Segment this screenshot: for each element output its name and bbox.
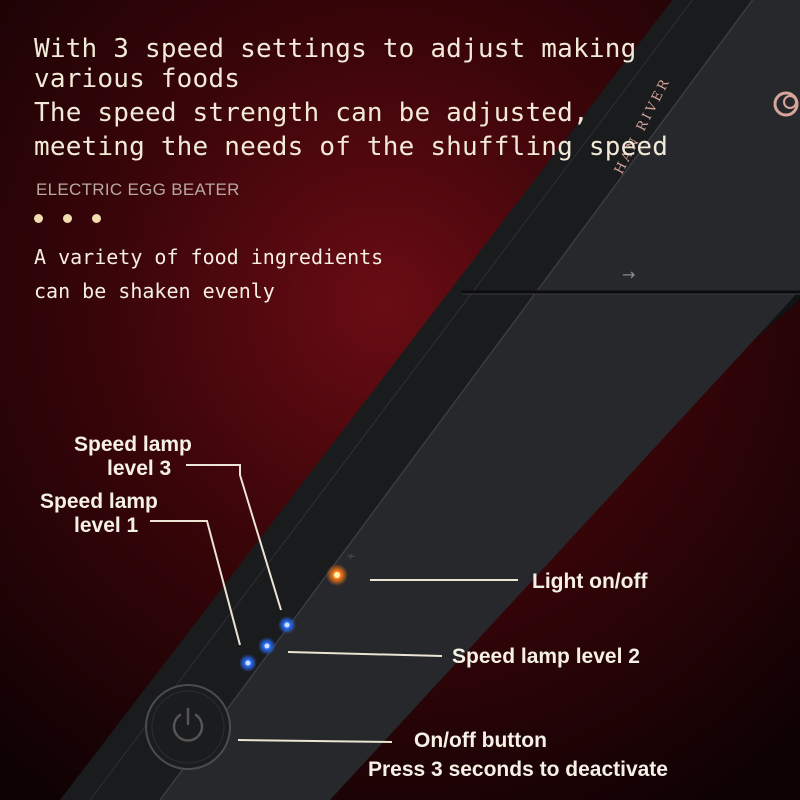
power-button[interactable]: [145, 684, 231, 770]
decorative-dots: [34, 214, 101, 223]
speed-lamp-3-label-line-1: Speed lamp: [74, 433, 192, 456]
brand-logo: [773, 91, 799, 117]
power-label-line-1: On/off button: [414, 729, 547, 752]
headline-line-1: With 3 speed settings to adjust making: [34, 34, 637, 64]
callout-line-speed-3: [186, 464, 282, 611]
callout-line-power: [237, 739, 393, 743]
speed-lamp-2-label: Speed lamp level 2: [452, 645, 640, 668]
mode-mark: ≁: [346, 549, 356, 563]
dot: [63, 214, 72, 223]
headline-line-3: The speed strength can be adjusted,: [34, 98, 589, 128]
dot: [92, 214, 101, 223]
light-label: Light on/off: [532, 570, 648, 593]
light-indicator-lamp: [326, 564, 348, 586]
headline-line-4: meeting the needs of the shuffling speed: [34, 132, 669, 162]
callout-line-speed-2: [287, 651, 443, 657]
speed-lamp-1-label-line-1: Speed lamp: [40, 490, 158, 513]
speed-lamp-1-label-line-2: level 1: [74, 514, 139, 537]
power-icon: [172, 707, 204, 742]
headline-line-2: various foods: [34, 64, 241, 94]
svg-text:→: →: [622, 265, 635, 284]
callout-lines: [150, 464, 518, 743]
description-line-1: A variety of food ingredients: [34, 245, 384, 269]
callout-line-speed-1: [150, 520, 241, 646]
speed-lamp-level-3: [278, 616, 296, 634]
power-label-line-2: Press 3 seconds to deactivate: [368, 758, 668, 781]
speed-lamp-3-label-line-2: level 3: [107, 457, 172, 480]
dot: [34, 214, 43, 223]
description-line-2: can be shaken evenly: [34, 279, 275, 303]
egg-beater-body: →: [60, 0, 800, 800]
speed-lamp-level-2: [258, 637, 276, 655]
product-subtitle: ELECTRIC EGG BEATER: [36, 180, 240, 199]
speed-lamp-level-1: [239, 654, 257, 672]
